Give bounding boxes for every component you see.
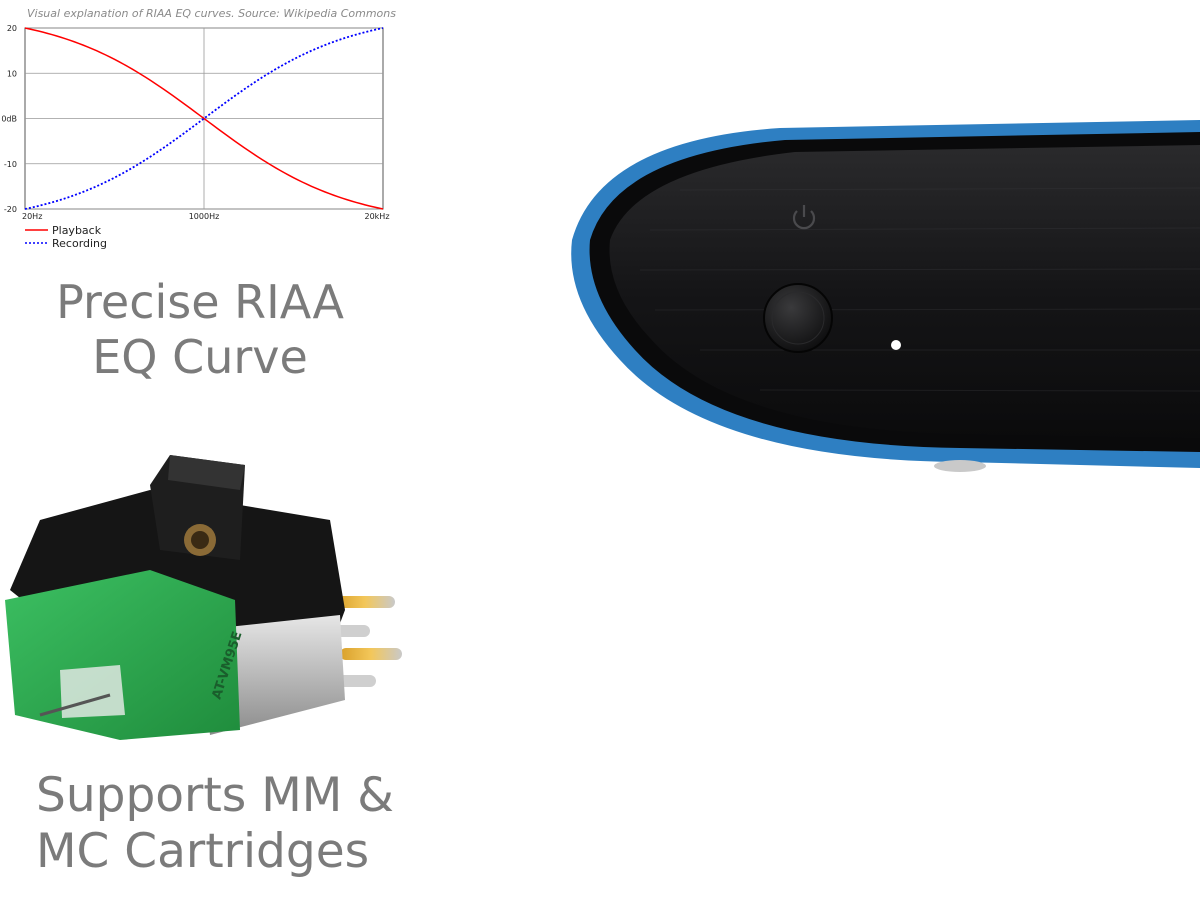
y-tick-label: -20 xyxy=(4,205,17,214)
status-led xyxy=(891,340,901,350)
chart-caption: Visual explanation of RIAA EQ curves. So… xyxy=(27,7,396,20)
chart-ticks: 20 10 0dB -10 -20 20Hz 1000Hz 20kHz xyxy=(1,24,389,221)
phono-preamp-device-image xyxy=(571,120,1200,472)
y-tick-label: 20 xyxy=(7,24,17,33)
legend-label: Playback xyxy=(52,224,102,237)
x-tick-label: 1000Hz xyxy=(189,212,220,221)
y-tick-label: -10 xyxy=(4,160,17,169)
y-tick-label: 10 xyxy=(7,69,17,78)
headline-mm-mc-cartridges: Supports MM & MC Cartridges xyxy=(36,768,394,880)
chart-series xyxy=(24,27,384,210)
phono-cartridge-image: AT-VM95E xyxy=(5,455,402,740)
power-icon xyxy=(792,205,816,230)
x-tick-label: 20kHz xyxy=(364,212,389,221)
legend-label: Recording xyxy=(52,237,107,250)
power-knob xyxy=(763,283,833,353)
x-tick-label: 20Hz xyxy=(22,212,42,221)
riaa-eq-chart: 20 10 0dB -10 -20 20Hz 1000Hz 20kHz PlaybackRec… xyxy=(1,24,389,250)
headline-precise-riaa: Precise RIAA EQ Curve xyxy=(56,275,344,385)
y-tick-label: 0dB xyxy=(1,115,17,124)
